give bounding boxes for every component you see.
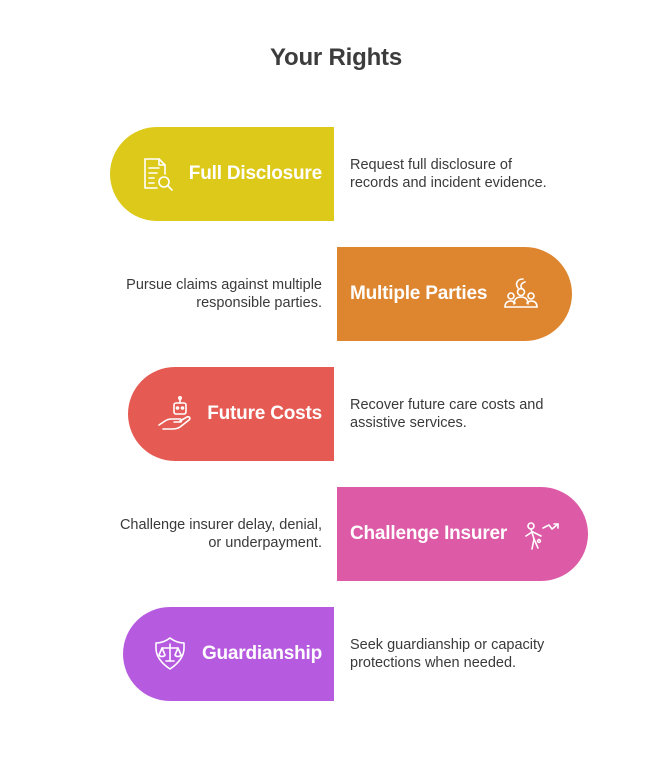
shield-scales-icon [150, 634, 190, 674]
confrontation-icon [521, 514, 561, 554]
right-future-costs: Future Costs [128, 367, 334, 461]
right-description: Recover future care costs and assistive … [350, 397, 544, 431]
right-description: Pursue claims against multiple responsib… [126, 277, 322, 311]
people-group-icon [501, 274, 541, 314]
document-search-icon [137, 154, 177, 194]
right-label: Guardianship [201, 643, 322, 664]
hand-robot-icon [155, 394, 195, 434]
right-multiple-parties: Multiple Parties [337, 247, 572, 341]
right-label: Challenge Insurer [350, 523, 508, 544]
right-description: Challenge insurer delay, denial, or unde… [119, 517, 322, 551]
right-label: Future Costs [207, 403, 322, 424]
right-guardianship: Guardianship [123, 607, 334, 701]
right-challenge-insurer: Challenge Insurer [337, 487, 588, 581]
right-description: Seek guardianship or capacity protection… [350, 637, 545, 671]
page-title: Your Rights [269, 44, 402, 71]
right-label: Full Disclosure [188, 163, 322, 184]
right-full-disclosure: Full Disclosure [110, 127, 334, 221]
right-label: Multiple Parties [350, 283, 488, 304]
right-description: Request full disclosure of records and i… [350, 157, 547, 191]
